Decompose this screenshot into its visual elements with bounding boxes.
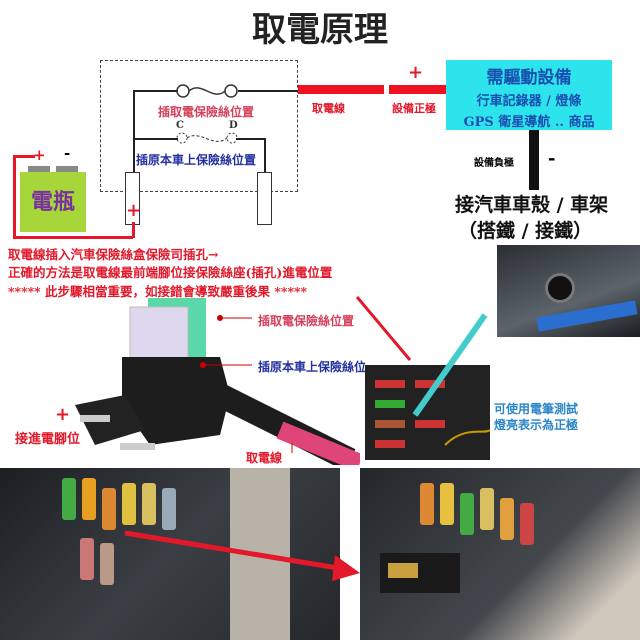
original-fuse-label: 插原本車上保險絲位置	[136, 153, 257, 167]
fuse-box-photo-after	[360, 468, 640, 640]
wire	[264, 138, 266, 172]
original-slot-label: 插原本車上保險絲位	[258, 360, 367, 374]
device-negative-label: 設備負極	[474, 158, 514, 169]
original-fuse-symbol-icon	[176, 132, 238, 144]
page-title: 取電原理	[252, 10, 388, 50]
tap-wire-label: 取電線	[312, 102, 345, 115]
wire-label: 取電線	[246, 451, 283, 465]
battery-minus: -	[64, 144, 71, 162]
wire	[133, 90, 178, 92]
fuse-tap-photo	[75, 298, 360, 465]
ground-line2: （搭鐵 / 接鐵）	[458, 220, 593, 242]
device-line1: 行車記錄器 / 燈條	[476, 94, 582, 109]
wire	[236, 138, 265, 140]
battery-plus: +	[33, 146, 46, 164]
label-d: D	[229, 120, 238, 131]
battery-icon: 電瓶	[20, 172, 86, 232]
fuse-symbol-icon	[176, 84, 238, 98]
label-c: C	[176, 120, 184, 131]
ground-wire	[529, 130, 539, 190]
wire	[133, 138, 178, 140]
fuse-tester-photo	[355, 296, 490, 460]
device-plus-sign: +	[408, 62, 424, 83]
terminal-right	[257, 172, 272, 225]
battery-wire	[13, 236, 133, 239]
device-box: 需驅動設備 行車記錄器 / 燈條 GPS 衛星導航 .. 商品	[446, 60, 612, 130]
fuse-tap-label: 插取電保險絲位置	[158, 105, 255, 119]
terminal-plus: +	[126, 200, 142, 221]
fuse-box-photo-before	[0, 468, 340, 640]
wire	[238, 90, 300, 92]
instruction-line1: 取電線插入汽車保險絲盒保險司插孔→	[8, 247, 219, 262]
instruction-line2: 正確的方法是取電線最前端腳位接保險絲座(插孔)進電位置	[8, 265, 333, 280]
input-pin-label: 接進電腳位	[15, 432, 81, 447]
battery-terminal	[56, 166, 78, 172]
tester-note-line1: 可使用電筆測試	[494, 402, 579, 416]
battery-label: 電瓶	[30, 189, 75, 215]
instruction-warning: ***** 此步驟相當重要，如接錯會導致嚴重後果 *****	[8, 284, 308, 299]
tap-slot-label: 插取電保險絲位置	[258, 314, 355, 328]
device-title: 需驅動設備	[486, 68, 572, 88]
ground-photo	[497, 245, 640, 337]
arrow-icon	[124, 530, 360, 581]
device-positive-wire	[389, 85, 446, 94]
ground-line1: 接汽車車殼 / 車架	[455, 194, 609, 216]
wire	[133, 90, 135, 172]
tap-wire	[298, 85, 384, 94]
arrow-down	[132, 222, 135, 238]
battery-terminal	[28, 166, 50, 172]
tester-note-line2: 燈亮表示為正極	[494, 418, 579, 432]
device-line2: GPS 衛星導航 .. 商品	[463, 115, 595, 130]
device-positive-label: 設備正極	[392, 102, 436, 115]
fuse-box-outline	[100, 60, 298, 192]
minus-sign: -	[548, 148, 556, 169]
input-pin-plus: +	[55, 404, 71, 425]
